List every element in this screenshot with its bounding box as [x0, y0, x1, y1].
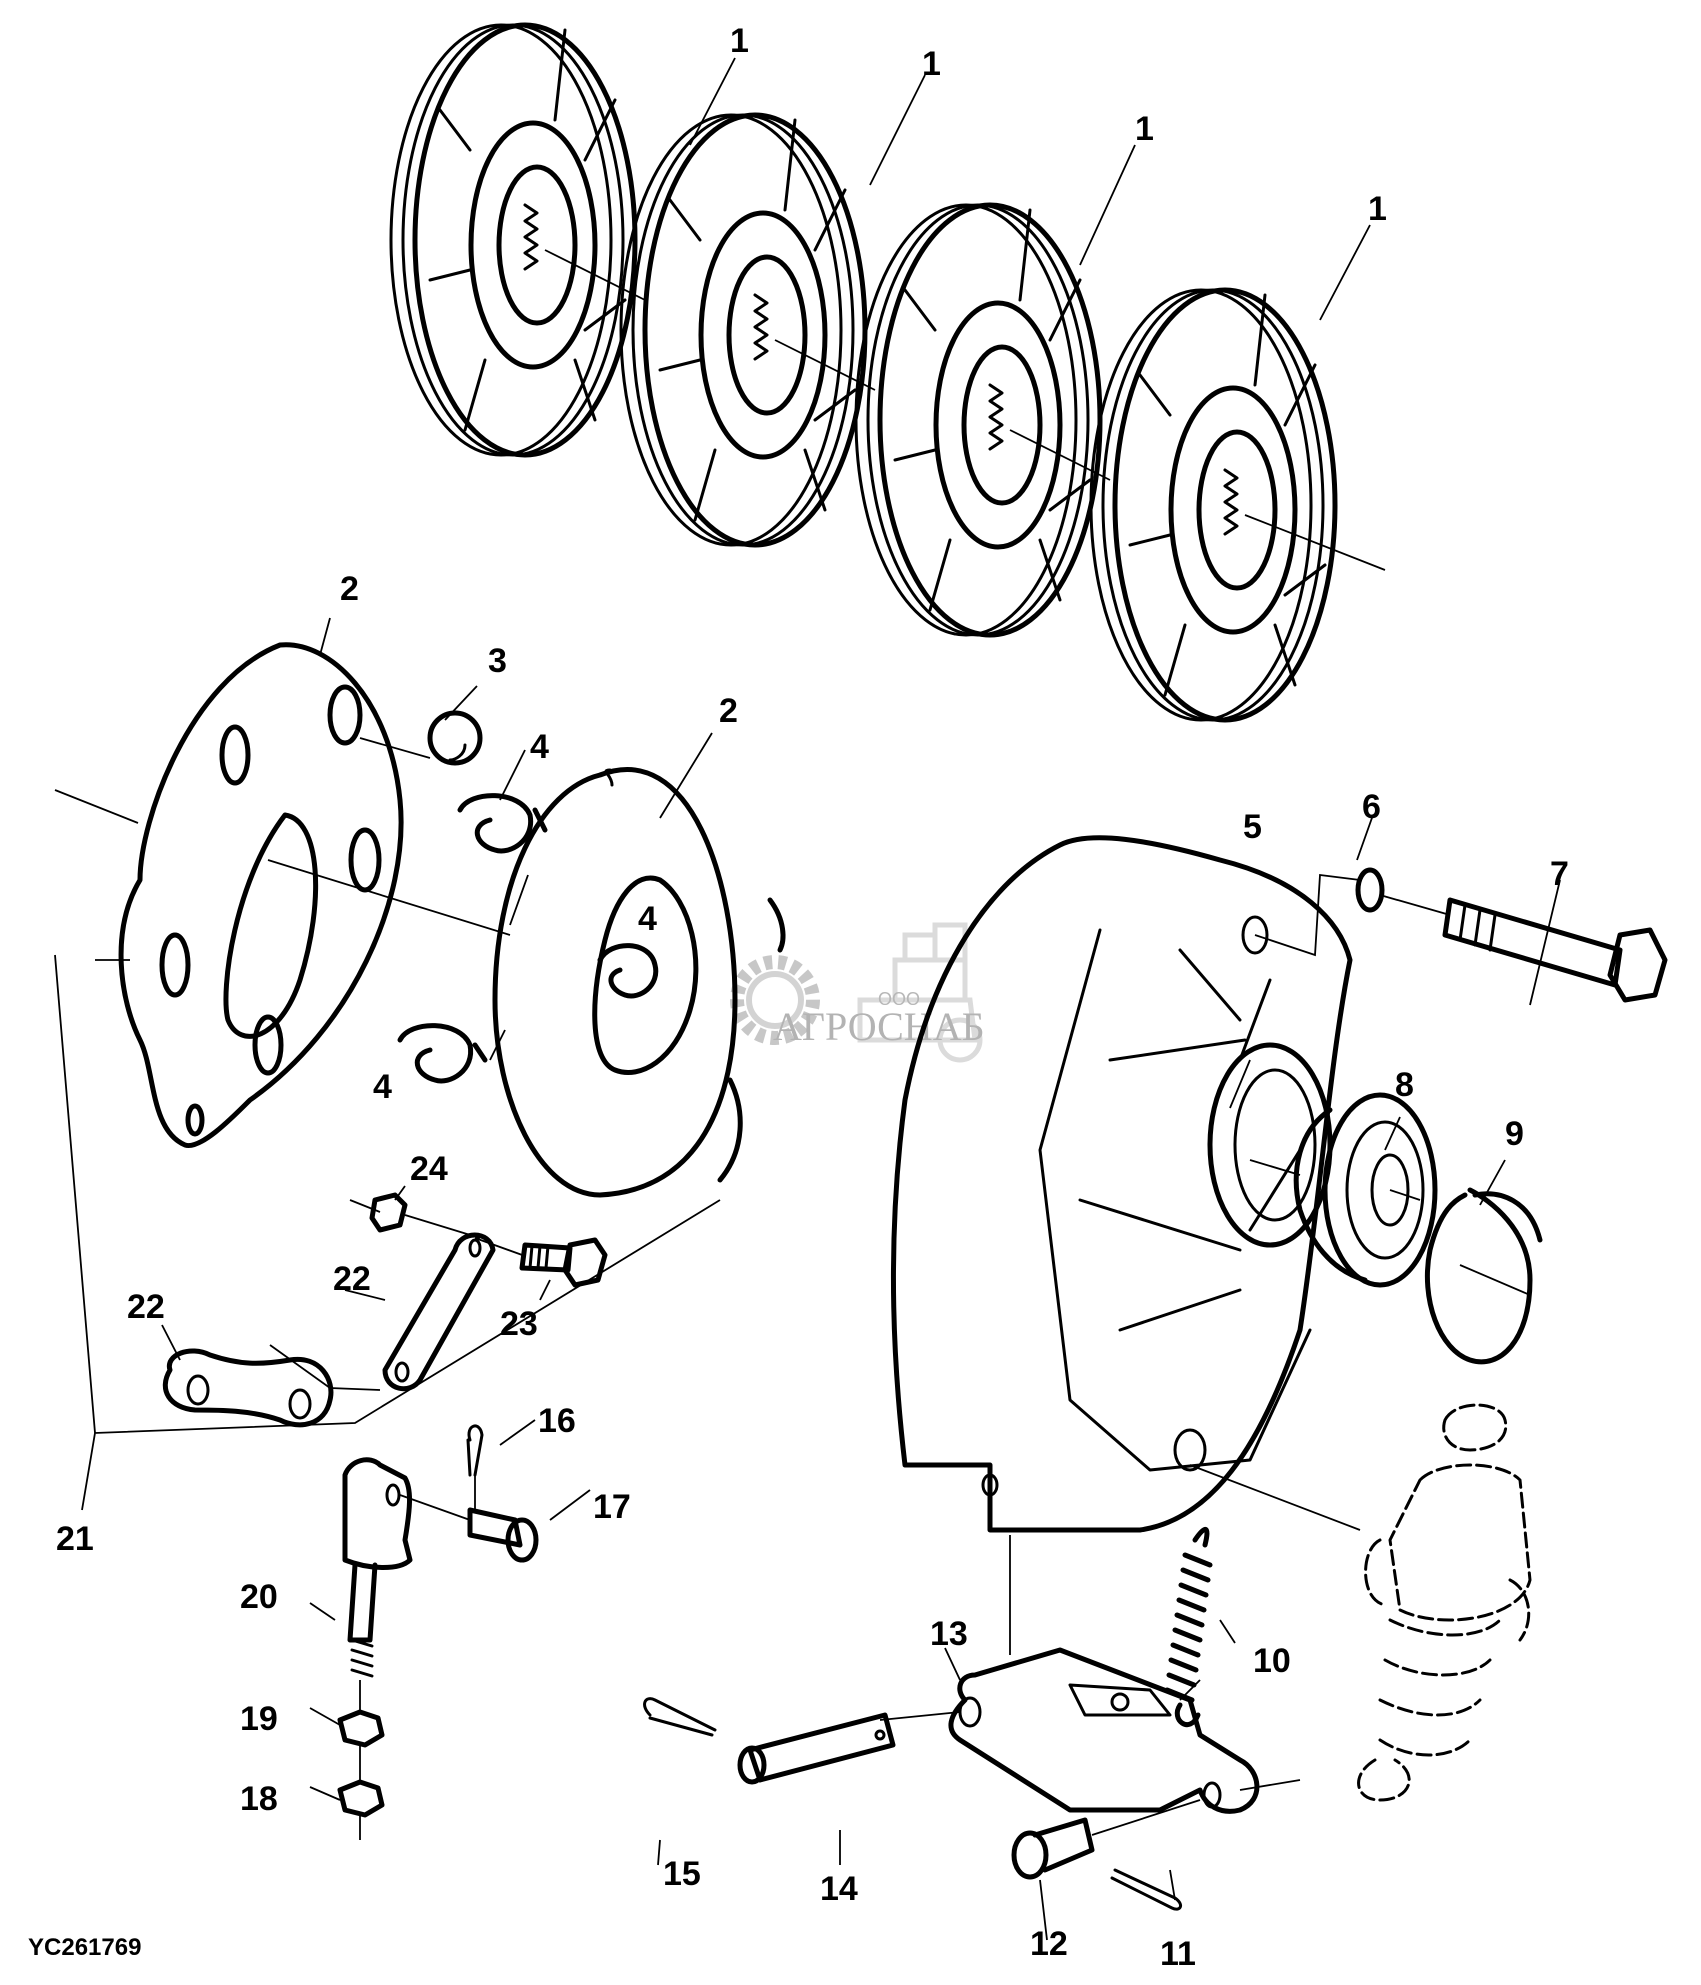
watermark-name: АГРОСНАБ: [773, 1004, 985, 1049]
callout-link: 22: [127, 1288, 165, 1326]
clevis-pin-yoke: [467, 1507, 539, 1563]
hex-nut: [337, 1779, 385, 1818]
friction-disc: [389, 22, 638, 458]
callout-bearing: 8: [1395, 1066, 1414, 1104]
callout-yoke-rod: 20: [240, 1578, 278, 1616]
return-spring: [397, 793, 659, 1084]
watermark-prefix: ООО: [878, 989, 920, 1009]
callout-disc: 1: [922, 45, 941, 83]
plate-axis: [54, 737, 511, 961]
housing-bolt: [1442, 897, 1668, 1003]
callout-link: 22: [333, 1260, 371, 1298]
housing-washer: [1355, 867, 1385, 913]
callout-pin: 14: [820, 1870, 858, 1908]
cotter-pin-upper: [466, 1424, 484, 1477]
bolt-axis: [1254, 873, 1451, 957]
friction-disc: [854, 202, 1103, 638]
bearing: [1293, 1092, 1438, 1288]
callout-nut: 19: [240, 1700, 278, 1738]
callout-spring: 4: [373, 1068, 392, 1106]
friction-disc: [1089, 287, 1338, 723]
callout-bolt: 23: [500, 1305, 538, 1343]
callout-bolt: 7: [1550, 855, 1569, 893]
callout-disc: 1: [1135, 110, 1154, 148]
agrosnab-watermark: ООО АГРОСНАБ: [730, 922, 985, 1063]
friction-disc: [619, 112, 868, 548]
callout-pin: 17: [593, 1488, 631, 1526]
hex-nut: [369, 1192, 408, 1233]
actuating-plate-left: [118, 642, 404, 1148]
callout-nut: 18: [240, 1780, 278, 1818]
callout-cotter-pin: 11: [1160, 1935, 1196, 1973]
link-plate-upper: [382, 1232, 496, 1392]
yoke-pin-axis: [399, 1475, 476, 1521]
callout-cotter-pin: 16: [538, 1402, 576, 1440]
brake-lever: [948, 1647, 1260, 1814]
callout-spring: 4: [530, 728, 549, 766]
callout-disc: 1: [730, 22, 749, 60]
callout-plate: 2: [340, 570, 359, 608]
kit-21-bracket: [54, 954, 721, 1511]
callout-pin: 12: [1030, 1925, 1068, 1963]
hex-nut: [337, 1709, 385, 1748]
callout-spring: 4: [638, 900, 657, 938]
callout-washer: 6: [1362, 788, 1381, 826]
brake-housing: [890, 835, 1353, 1533]
disc-center-axis: [544, 249, 1386, 571]
callout-plate: 2: [719, 692, 738, 730]
figure-id: YC261769: [28, 1934, 141, 1961]
pin-axis: [1091, 1799, 1201, 1836]
clevis-yoke: [342, 1457, 413, 1678]
steel-ball: [427, 710, 483, 766]
callout-ball: 3: [488, 642, 507, 680]
callout-tension-spring: 10: [1253, 1642, 1291, 1680]
hex-bolt-small: [519, 1237, 608, 1288]
snap-ring: [1424, 1187, 1543, 1365]
leader-lines: [161, 57, 1561, 1941]
link-plate-lower: [162, 1348, 334, 1428]
actuating-plate-right: [492, 767, 786, 1198]
callout-snap-ring: 9: [1505, 1115, 1524, 1153]
callout-cotter-pin: 15: [663, 1855, 701, 1893]
callout-link-kit: 21: [56, 1520, 94, 1558]
callout-nut: 24: [410, 1150, 448, 1188]
lever-axis: [879, 1535, 1301, 1791]
master-cylinder: [1357, 1403, 1532, 1802]
callout-lever: 13: [930, 1615, 968, 1653]
callout-disc: 1: [1368, 190, 1387, 228]
cylinder-axis: [1189, 1464, 1361, 1531]
cotter-pin-left: [643, 1697, 717, 1737]
bearing-axis: [1249, 1159, 1531, 1296]
callout-housing: 5: [1243, 808, 1262, 846]
clevis-pin-long: [737, 1712, 896, 1785]
clevis-pin-short: [1011, 1817, 1095, 1880]
